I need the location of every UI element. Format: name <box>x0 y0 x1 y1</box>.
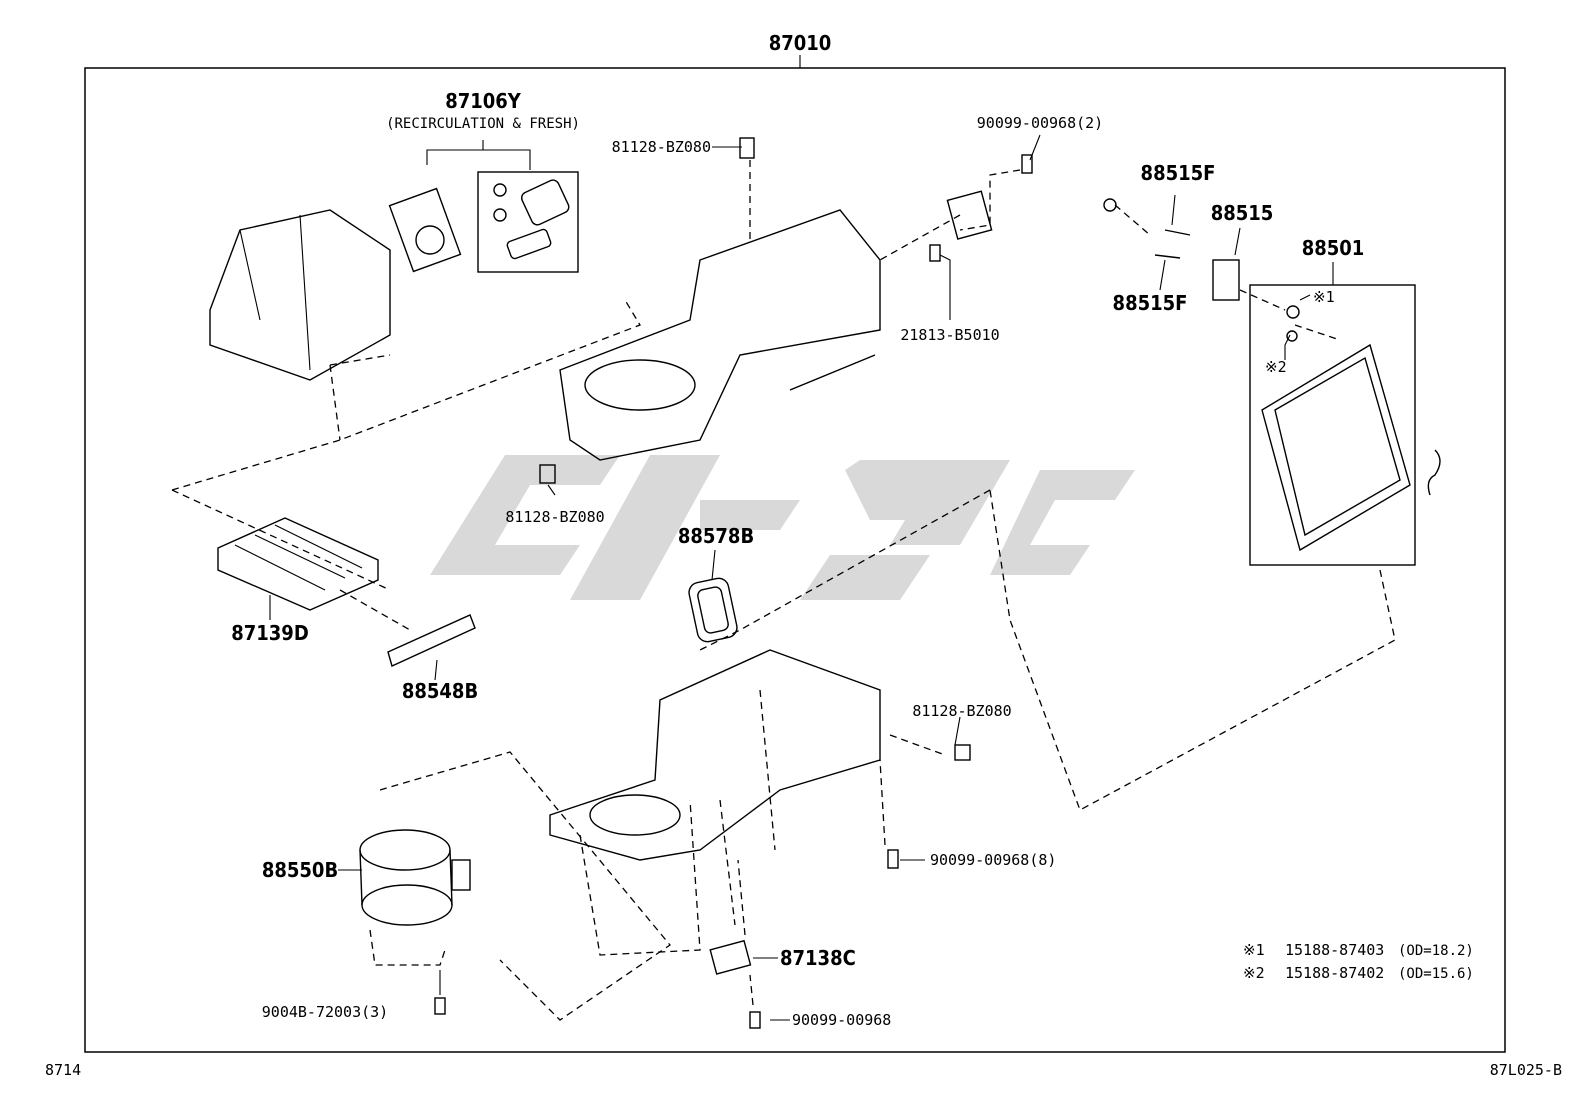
label-9004b-72003-3: 9004B-72003(3) <box>262 1003 388 1021</box>
part-lower-case <box>549 649 881 861</box>
note-1: ※1 15188-87403 (OD=18.2) <box>1243 941 1474 959</box>
label-81128-bz080-low: 81128-BZ080 <box>912 702 1011 720</box>
svg-text:※2: ※2 <box>1243 964 1265 982</box>
label-87010: 87010 <box>769 31 832 55</box>
part-87139d-filter <box>217 517 379 611</box>
part-87106y-actuator <box>388 187 462 273</box>
svg-text:15188-87403: 15188-87403 <box>1285 941 1384 959</box>
label-90099-00968-2: 90099-00968(2) <box>977 114 1103 132</box>
note-2: ※2 15188-87402 (OD=15.6) <box>1243 964 1474 982</box>
label-87106y: 87106Y <box>445 89 522 113</box>
label-87138c: 87138C <box>780 946 856 970</box>
watermark-logo <box>430 455 1135 600</box>
label-88515f-top: 88515F <box>1141 161 1216 185</box>
label-88501: 88501 <box>1302 236 1365 260</box>
part-88501-evaporator <box>1261 305 1441 552</box>
label-88515: 88515 <box>1211 201 1274 225</box>
part-upper-case-left <box>209 209 391 381</box>
label-21813-b5010: 21813-B5010 <box>900 326 999 344</box>
part-upper-case-center <box>559 209 881 461</box>
label-mark-2: ※2 <box>1265 358 1287 376</box>
footer-drawing-code: 87L025-B <box>1490 1061 1562 1079</box>
part-hardware-kit <box>493 179 570 260</box>
svg-text:(OD=18.2): (OD=18.2) <box>1398 943 1474 959</box>
label-88578b: 88578B <box>678 524 754 548</box>
label-87139d: 87139D <box>231 621 309 645</box>
leader-lines <box>171 134 1416 1021</box>
part-88515-expansion-valve <box>1103 198 1240 301</box>
part-88578b-seal <box>688 577 738 643</box>
label-mark-1: ※1 <box>1313 288 1335 306</box>
svg-text:15188-87402: 15188-87402 <box>1285 964 1384 982</box>
label-88515f-bottom: 88515F <box>1113 291 1188 315</box>
label-90099-00968: 90099-00968 <box>792 1011 891 1029</box>
svg-text:(OD=15.6): (OD=15.6) <box>1398 966 1474 982</box>
label-88550b: 88550B <box>262 858 338 882</box>
part-screws <box>434 849 899 1029</box>
part-clips <box>539 137 1033 761</box>
part-88550b-blower <box>359 829 471 926</box>
svg-text:※1: ※1 <box>1243 941 1265 959</box>
assembly-frame <box>84 67 1506 1053</box>
label-81128-bz080-mid: 81128-BZ080 <box>505 508 604 526</box>
part-mode-actuator <box>946 190 993 240</box>
part-88548b-filter-cover <box>387 614 476 667</box>
label-90099-00968-8: 90099-00968(8) <box>930 851 1056 869</box>
label-81128-bz080-top: 81128-BZ080 <box>612 138 711 156</box>
part-87138c-resistor <box>709 939 752 975</box>
footer-page-code: 8714 <box>45 1061 81 1079</box>
label-87106y-note: (RECIRCULATION & FRESH) <box>386 116 580 132</box>
label-88548b: 88548B <box>402 679 478 703</box>
